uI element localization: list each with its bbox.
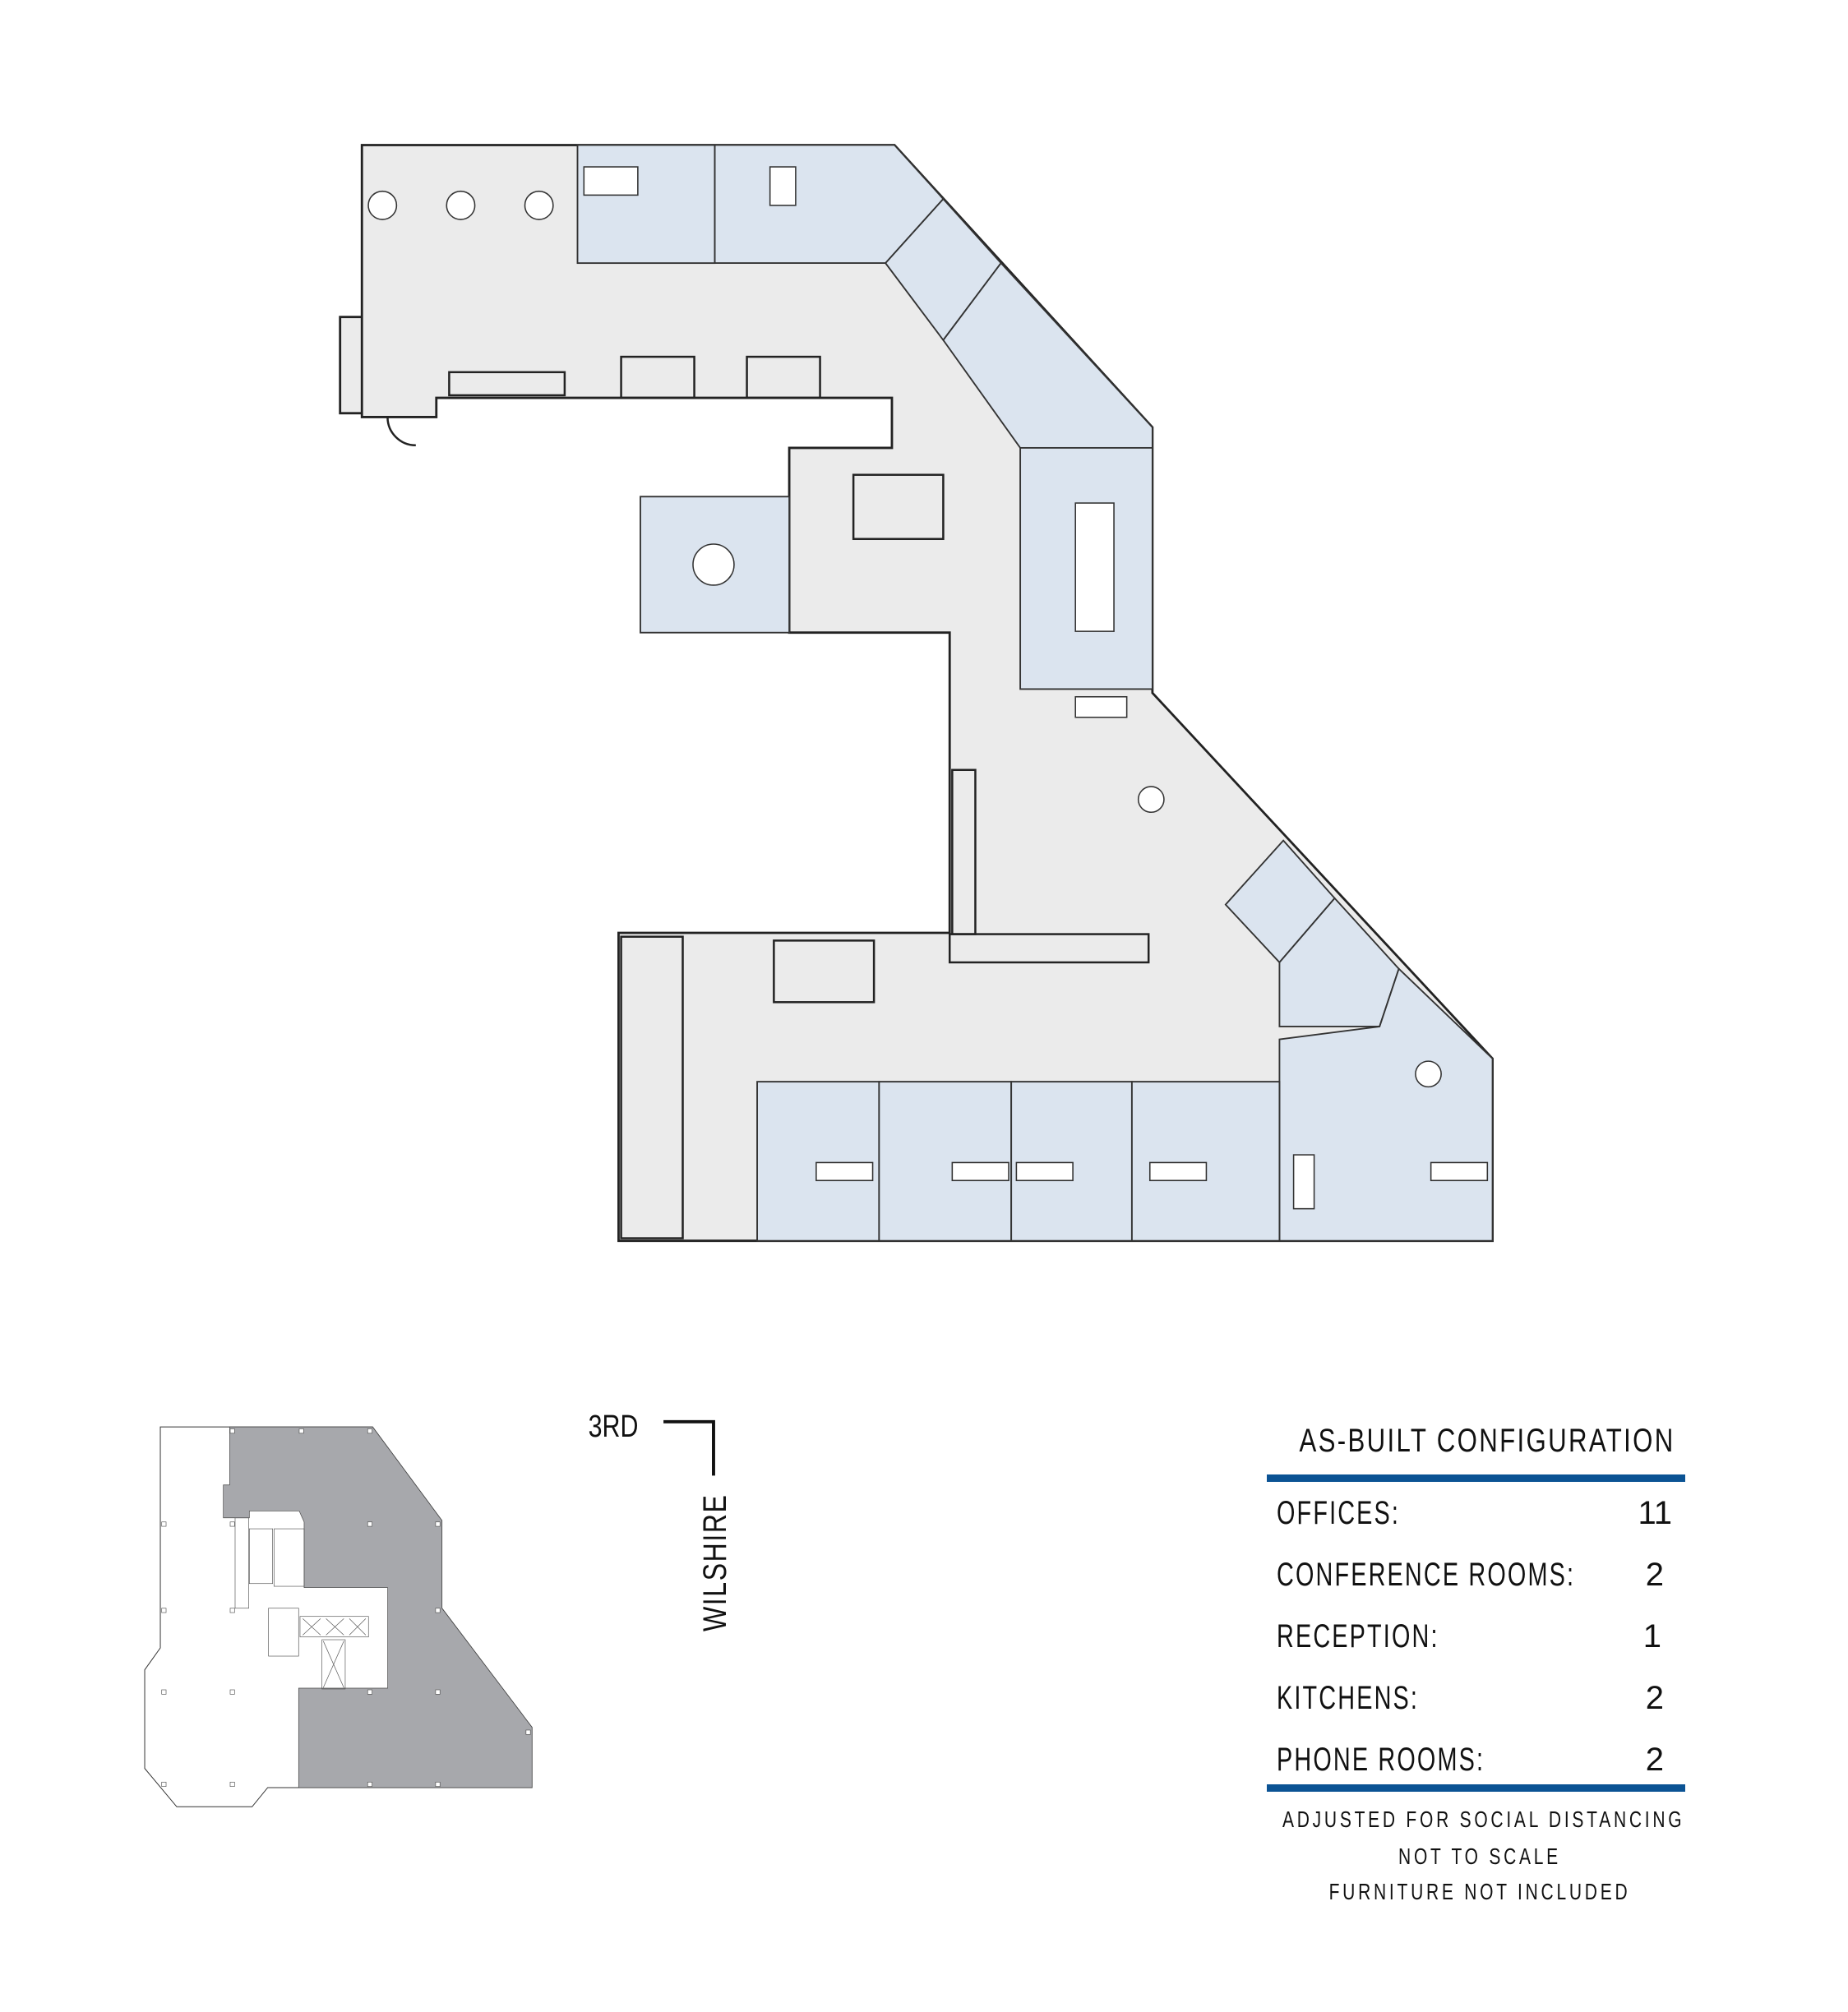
street-label-3rd: 3RD xyxy=(588,1410,639,1444)
reception-desk xyxy=(852,473,945,541)
furniture xyxy=(367,166,1489,1210)
legend-note: FURNITURE NOT INCLUDED xyxy=(1328,1879,1631,1904)
legend-row-label: RECEPTION: xyxy=(1277,1618,1439,1654)
key-plan xyxy=(144,1426,533,1807)
legend-note: ADJUSTED FOR SOCIAL DISTANCING xyxy=(1282,1807,1685,1832)
phone-room xyxy=(746,355,821,399)
office xyxy=(1010,1081,1133,1242)
legend-row-value: 2 xyxy=(1645,1742,1664,1778)
workstations xyxy=(620,935,684,1239)
kitchen-wall xyxy=(948,933,1150,964)
legend-row-label: CONFERENCE ROOMS: xyxy=(1277,1557,1576,1593)
north-arrow-corner xyxy=(663,1419,715,1476)
highlighted-rooms xyxy=(576,144,1494,1242)
legend-title: AS-BUILT CONFIGURATION xyxy=(1299,1423,1675,1459)
phone-room xyxy=(620,355,695,399)
left-bump xyxy=(339,316,365,415)
legend-row-label: PHONE ROOMS: xyxy=(1277,1742,1485,1778)
office xyxy=(1278,897,1400,1027)
legend-divider-top xyxy=(1267,1474,1685,1482)
legend-row-value: 11 xyxy=(1638,1495,1672,1531)
legend-row-label: KITCHENS: xyxy=(1277,1680,1420,1716)
office xyxy=(756,1081,880,1242)
legend-row-value: 2 xyxy=(1645,1680,1664,1716)
suite-highlight xyxy=(223,1426,533,1788)
legend-divider-bottom xyxy=(1267,1784,1685,1792)
main-floor-plan xyxy=(339,144,1494,1243)
office xyxy=(576,144,716,265)
legend-row-value: 2 xyxy=(1645,1557,1664,1593)
office xyxy=(1130,1081,1281,1242)
office xyxy=(878,1081,1013,1242)
kitchen-counter-top xyxy=(448,371,566,397)
legend-row-label: OFFICES: xyxy=(1277,1495,1401,1531)
legend-row-value: 1 xyxy=(1642,1618,1661,1654)
entry-door xyxy=(386,417,416,447)
street-label-wilshire: WILSHIRE xyxy=(697,1493,733,1631)
legend-note: NOT TO SCALE xyxy=(1398,1844,1561,1869)
workstation-desk xyxy=(773,939,875,1004)
columns xyxy=(161,1428,531,1787)
building-core xyxy=(234,1517,369,1690)
